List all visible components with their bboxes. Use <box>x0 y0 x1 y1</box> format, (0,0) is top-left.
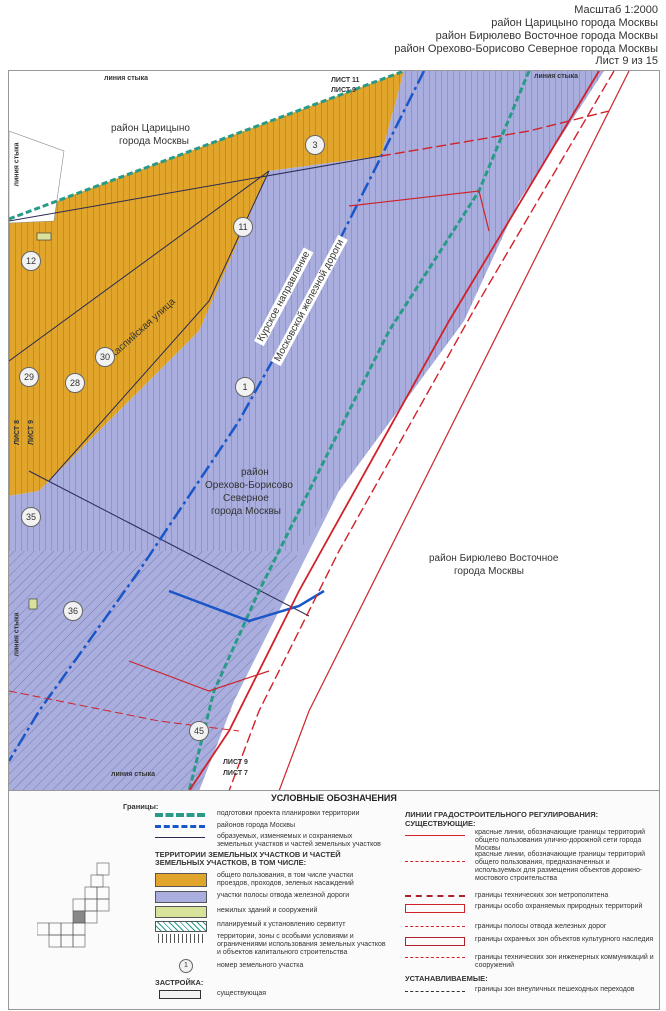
plot-number[interactable]: 35 <box>21 507 41 527</box>
red-line-1 <box>188 71 600 791</box>
sheet-header: Масштаб 1:2000 район Царицыно города Мос… <box>0 0 666 70</box>
district-label-orekhovo: район <box>241 467 269 478</box>
legend-swatch-railway-border <box>405 926 465 927</box>
district-label-orekhovo: Орехово-Борисово <box>205 480 293 491</box>
map-drawing <box>9 71 630 791</box>
district-label-biryulevo: города Москвы <box>454 566 524 577</box>
red-line-6 <box>128 660 270 692</box>
district-label-2: район Бирюлево Восточное города Москвы <box>435 30 658 42</box>
legend-section-title: УСТАНАВЛИВАЕМЫЕ: <box>405 974 488 983</box>
legend-swatch-red-dashed-line <box>405 861 465 862</box>
legend-item: красные линии, обозначающие границы терр… <box>475 829 646 852</box>
legend-title: УСЛОВНЫЕ ОБОЗНАЧЕНИЯ <box>271 793 397 803</box>
project-border-top <box>9 71 405 221</box>
sheet-index-diagram <box>36 861 127 951</box>
plot-number[interactable]: 11 <box>233 217 253 237</box>
legend-swatch-red-line <box>405 835 465 836</box>
sheet-label: ЛИСТ 7 <box>223 770 248 777</box>
sheet-label: ЛИСТ 8 <box>13 420 21 445</box>
legend-item: границы зон внеуличных пешеходных перехо… <box>475 986 635 993</box>
district-label-orekhovo: Северное <box>223 493 269 504</box>
sheet-number: Лист 9 из 15 <box>595 55 658 67</box>
sheet-label: ЛИСТ 9 <box>331 87 356 94</box>
legend-item: образуемых, изменяемых и сохраняемых зем… <box>217 833 381 848</box>
legend-swatch-restricted-zone <box>155 934 205 943</box>
building-2 <box>28 598 38 610</box>
junction-label: линия стыка <box>111 771 156 778</box>
district-label-3: район Орехово-Борисово Северное города М… <box>394 43 658 55</box>
legend-swatch-plot-border <box>155 837 205 838</box>
junction-label: линия стыка <box>534 73 579 80</box>
legend-swatch-plot-number: 1 <box>179 959 193 973</box>
legend-swatch-railway-land <box>155 891 207 903</box>
legend-item: красные линии, обозначающие границы терр… <box>475 851 646 882</box>
blank-plot <box>9 130 65 224</box>
legend-item: территории, зоны с особыми условиями и о… <box>217 933 386 956</box>
plot-number[interactable]: 36 <box>63 601 83 621</box>
plot-number[interactable]: 1 <box>235 377 255 397</box>
legend-item: существующая <box>217 990 267 997</box>
legend-item: участки полосы отвода железной дороги <box>217 892 350 899</box>
legend-section-title: ЛИНИИ ГРАДОСТРОИТЕЛЬНОГО РЕГУЛИРОВАНИЯ: <box>405 810 599 819</box>
map-canvas[interactable]: линия стыка линия стыка линия стыка лини… <box>8 70 660 792</box>
legend-item: районов города Москвы <box>217 822 295 829</box>
legend-swatch-servitude <box>155 921 207 932</box>
junction-label: линия стыка <box>104 75 149 82</box>
red-line-3 <box>278 71 630 791</box>
legend-item: границы особо охраняемых природных терри… <box>475 903 643 910</box>
legend-item: границы технических зон метрополитена <box>475 892 609 899</box>
legend-item: границы охранных зон объектов культурног… <box>475 936 654 943</box>
legend-item: границы полосы отвода железных дорог <box>475 923 607 930</box>
plot-number[interactable]: 30 <box>95 347 115 367</box>
map-legend: УСЛОВНЫЕ ОБОЗНАЧЕНИЯ Границы: подготовки… <box>8 790 660 1010</box>
legend-swatch-utility-zone <box>405 957 465 958</box>
plot-boundary-3 <box>28 470 310 617</box>
district-label-biryulevo: район Бирюлево Восточное <box>429 553 559 564</box>
legend-swatch-project-border <box>155 813 205 817</box>
plot-number[interactable]: 12 <box>21 251 41 271</box>
district-border <box>9 71 426 762</box>
building-1 <box>36 232 52 241</box>
legend-section-title: ЗАСТРОЙКА: <box>155 978 204 987</box>
plot-boundary-2 <box>9 170 270 362</box>
red-line-7 <box>9 690 240 732</box>
legend-section-title: ТЕРРИТОРИИ ЗЕМЕЛЬНЫХ УЧАСТКОВ И ЧАСТЕЙ З… <box>155 850 341 867</box>
plot-number[interactable]: 28 <box>65 373 85 393</box>
legend-swatch-district-border <box>155 825 205 828</box>
plot-number[interactable]: 45 <box>189 721 209 741</box>
legend-item: границы технических зон инженерных комму… <box>475 954 654 969</box>
legend-swatch-existing-building <box>159 990 201 999</box>
red-line-5 <box>348 190 490 232</box>
plot-boundary-1 <box>9 155 382 222</box>
legend-swatch-metro-zone <box>405 895 465 897</box>
red-line-4 <box>380 110 610 157</box>
scale-label: Масштаб 1:2000 <box>574 4 658 16</box>
legend-swatch-public-land <box>155 873 207 887</box>
legend-item: планируемый к установлению сервитут <box>217 921 346 928</box>
sheet-label: ЛИСТ 9 <box>223 759 248 766</box>
district-label-tsaritsyno: города Москвы <box>119 136 189 147</box>
legend-swatch-heritage-zone <box>405 937 465 946</box>
junction-label: линия стыка <box>13 142 21 187</box>
plot-number[interactable]: 29 <box>19 367 39 387</box>
district-border-curve <box>168 589 325 623</box>
sheet-label: ЛИСТ 9 <box>27 420 35 445</box>
legend-section-title: Границы: <box>123 802 159 811</box>
legend-item: общего пользования, в том числе участки … <box>217 872 354 887</box>
legend-swatch-buildings <box>155 906 207 918</box>
district-label-tsaritsyno: район Царицыно <box>111 123 190 134</box>
plot-number[interactable]: 3 <box>305 135 325 155</box>
legend-swatch-protected-area <box>405 904 465 913</box>
district-label-orekhovo: города Москвы <box>211 506 281 517</box>
sheet-label: ЛИСТ 11 <box>331 77 360 84</box>
junction-label: линия стыка <box>13 612 21 657</box>
red-line-2 <box>228 71 615 791</box>
legend-item: номер земельного участка <box>217 962 304 969</box>
legend-section-title: СУЩЕСТВУЮЩИЕ: <box>405 819 476 828</box>
district-label-1: район Царицыно города Москвы <box>491 17 658 29</box>
legend-item: нежилых зданий и сооружений <box>217 907 318 914</box>
plot-boundary-4 <box>48 170 270 482</box>
legend-item: подготовки проекта планировки территории <box>217 810 360 817</box>
legend-swatch-pedestrian-crossing <box>405 991 465 992</box>
